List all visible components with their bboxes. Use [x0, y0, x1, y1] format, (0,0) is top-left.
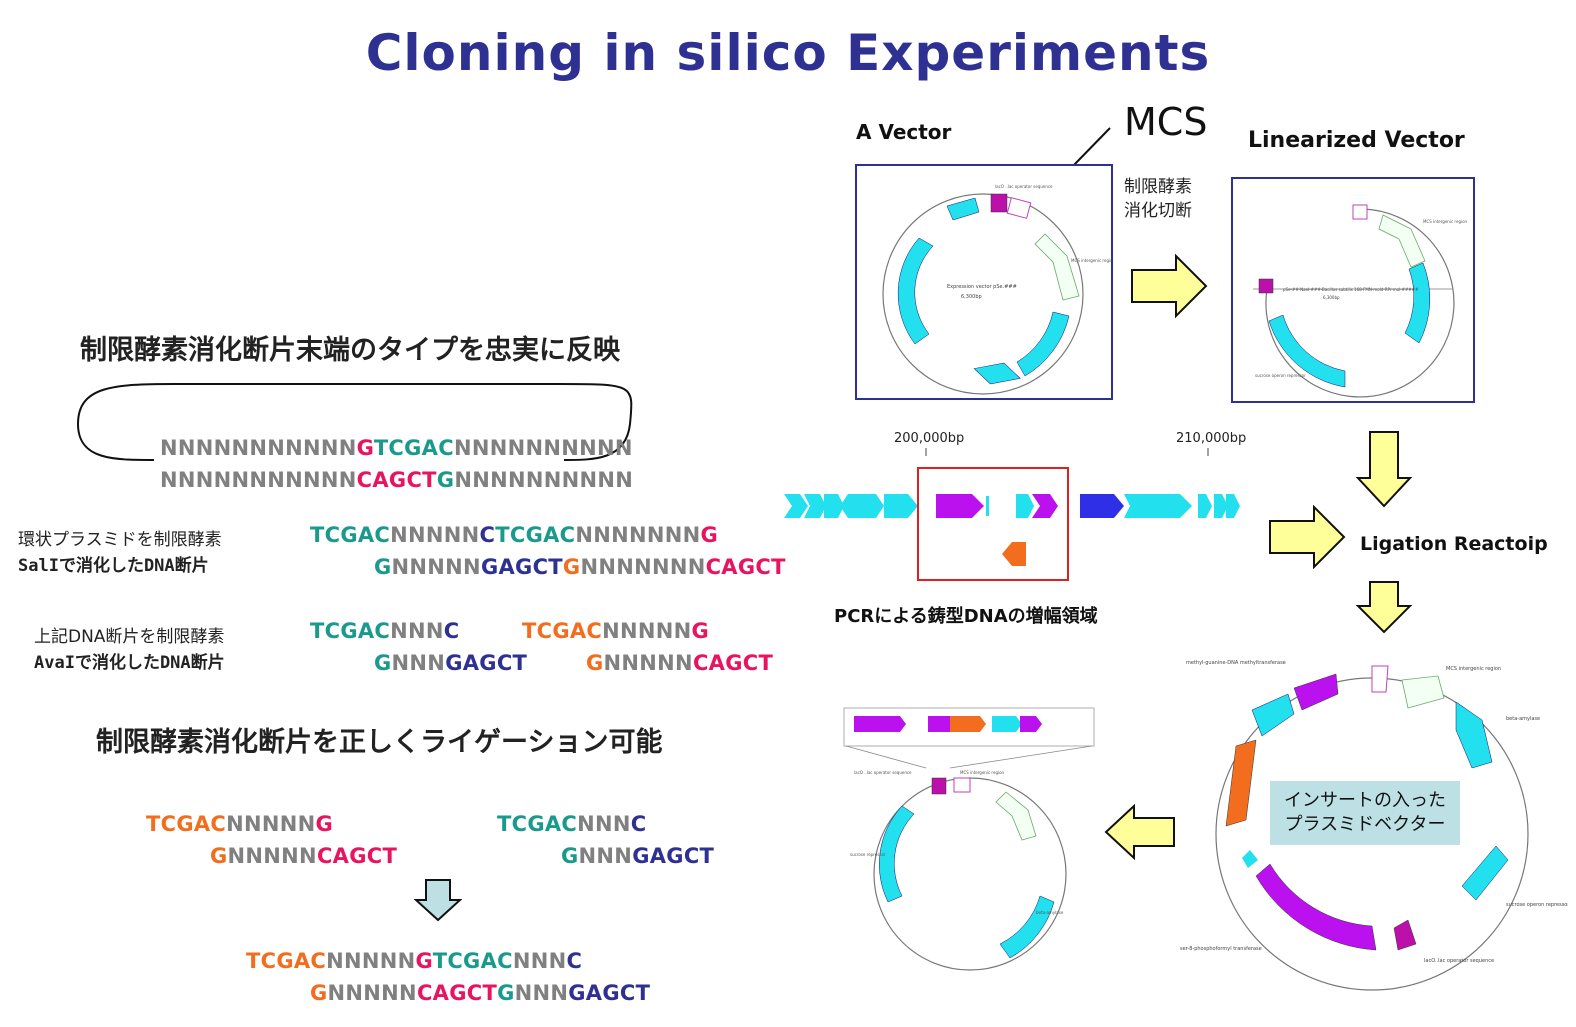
svg-text:beta-amylase: beta-amylase: [1506, 716, 1540, 722]
svg-text:pSe-##-NaeI-###-Bacillus subti: pSe-##-NaeI-###-Bacillus subtilis 168-FM…: [1283, 287, 1419, 292]
mcs-label: MCS: [1124, 100, 1208, 144]
digest-arrow: [1131, 253, 1208, 319]
avai-seq2-top: TCGACNNNNNG: [522, 619, 710, 643]
loop-seq-top: NNNNNNNNNNNGTCGACNNNNNNNNNN: [160, 436, 633, 460]
result-seq-bottom: GNNNNNCAGCTGNNNGAGCT: [310, 981, 651, 1005]
svg-text:sucrose repressor: sucrose repressor: [850, 852, 886, 857]
svg-text:beta-amylase: beta-amylase: [1036, 910, 1064, 915]
lig-seq1-bottom: GNNNNNCAGCT: [210, 844, 398, 868]
svg-text:MCS intergenic region: MCS intergenic region: [1071, 258, 1111, 263]
avai-seq2-bottom: GNNNNNCAGCT: [586, 651, 774, 675]
svg-text:lacO ..lac operator sequence: lacO ..lac operator sequence: [854, 770, 912, 775]
recombinant-down-arrow: [1356, 581, 1412, 634]
sali-seq-bottom: GNNNNNGAGCTGNNNNNNNCAGCT: [374, 555, 786, 579]
heading-ligation: 制限酵素消化断片を正しくライゲーション可能: [96, 727, 663, 758]
insert-plasmid-callout: インサートの入った プラスミドベクター: [1270, 781, 1460, 845]
tick-210000: 210,000bp: [1176, 431, 1247, 446]
svg-text:lacO ..lac operator sequence: lacO ..lac operator sequence: [995, 184, 1053, 189]
result-seq-top: TCGACNNNNNGTCGACNNNC: [246, 949, 583, 973]
avai-note: 上記DNA断片を制限酵素 AvaIで消化したDNA断片: [34, 627, 225, 673]
heading-fragment-ends: 制限酵素消化断片末端のタイプを忠実に反映: [80, 335, 620, 366]
lig-seq2-top: TCGACNNNC: [497, 812, 647, 836]
svg-text:sucrose operon repressor: sucrose operon repressor: [1255, 373, 1306, 378]
digest-note: 制限酵素 消化切断: [1124, 177, 1192, 221]
recombinant-plasmid-map: methyl-guanine-DNA methyltransferase MCS…: [1180, 660, 1568, 991]
lig-seq2-bottom: GNNNGAGCT: [561, 844, 715, 868]
svg-text:sucrose operon repressor: sucrose operon repressor: [1506, 902, 1568, 908]
svg-text:MCS intergenic region: MCS intergenic region: [1423, 219, 1468, 224]
linearized-plasmid-map: pSe-##-NaeI-###-Bacillus subtilis 168-FM…: [1253, 204, 1468, 398]
avai-seq1-bottom: GNNNGAGCT: [374, 651, 528, 675]
svg-text:methyl-guanine-DNA methyltrans: methyl-guanine-DNA methyltransferase: [1186, 660, 1286, 666]
vector-label: A Vector: [856, 120, 952, 144]
pcr-label: PCRによる鋳型DNAの増幅領域: [834, 606, 1098, 627]
svg-text:Expression vector pSe.###: Expression vector pSe.###: [947, 284, 1017, 290]
linearized-label: Linearized Vector: [1248, 128, 1465, 153]
ligation-label: Ligation Reactoip: [1360, 533, 1548, 555]
tick-200000: 200,000bp: [894, 431, 965, 446]
svg-text:MCS intergenic region: MCS intergenic region: [1446, 666, 1501, 672]
sali-note: 環状プラスミドを制限酵素 SalIで消化したDNA断片: [18, 530, 222, 576]
loop-seq-bottom: NNNNNNNNNNNCAGCTGNNNNNNNNNN: [160, 468, 634, 492]
svg-text:lacO..lac operator sequence: lacO..lac operator sequence: [1424, 958, 1494, 964]
sali-seq-top: TCGACNNNNNCTCGACNNNNNNNG: [310, 523, 719, 547]
svg-text:ser-8-phosphoformyl transferas: ser-8-phosphoformyl transferase: [1180, 946, 1262, 952]
page-title: Cloning in silico Experiments: [365, 24, 1211, 82]
ligation-down-arrow: [1356, 431, 1412, 508]
down-arrow-result: [414, 879, 462, 922]
avai-seq1-top: TCGACNNNC: [310, 619, 460, 643]
vector-map-frame: Expression vector pSe.### 6,300bp lacO .…: [855, 164, 1116, 400]
circular-plasmid-loop: [76, 383, 633, 461]
lig-seq1-top: TCGACNNNNNG: [146, 812, 334, 836]
result-left-arrow: [1104, 804, 1175, 861]
vector-plasmid-map: Expression vector pSe.### 6,300bp lacO .…: [882, 184, 1116, 395]
final-plasmid-map: lacO ..lac operator sequence MCS interge…: [843, 707, 1095, 971]
svg-text:6,300bp: 6,300bp: [1323, 295, 1340, 300]
svg-text:MCS intergenic region: MCS intergenic region: [960, 770, 1005, 775]
to-ligation-arrow: [1269, 505, 1346, 569]
genome-track: [784, 448, 1240, 581]
svg-text:6,300bp: 6,300bp: [961, 294, 982, 300]
linearized-map-frame: pSe-##-NaeI-###-Bacillus subtilis 168-FM…: [1231, 177, 1475, 403]
